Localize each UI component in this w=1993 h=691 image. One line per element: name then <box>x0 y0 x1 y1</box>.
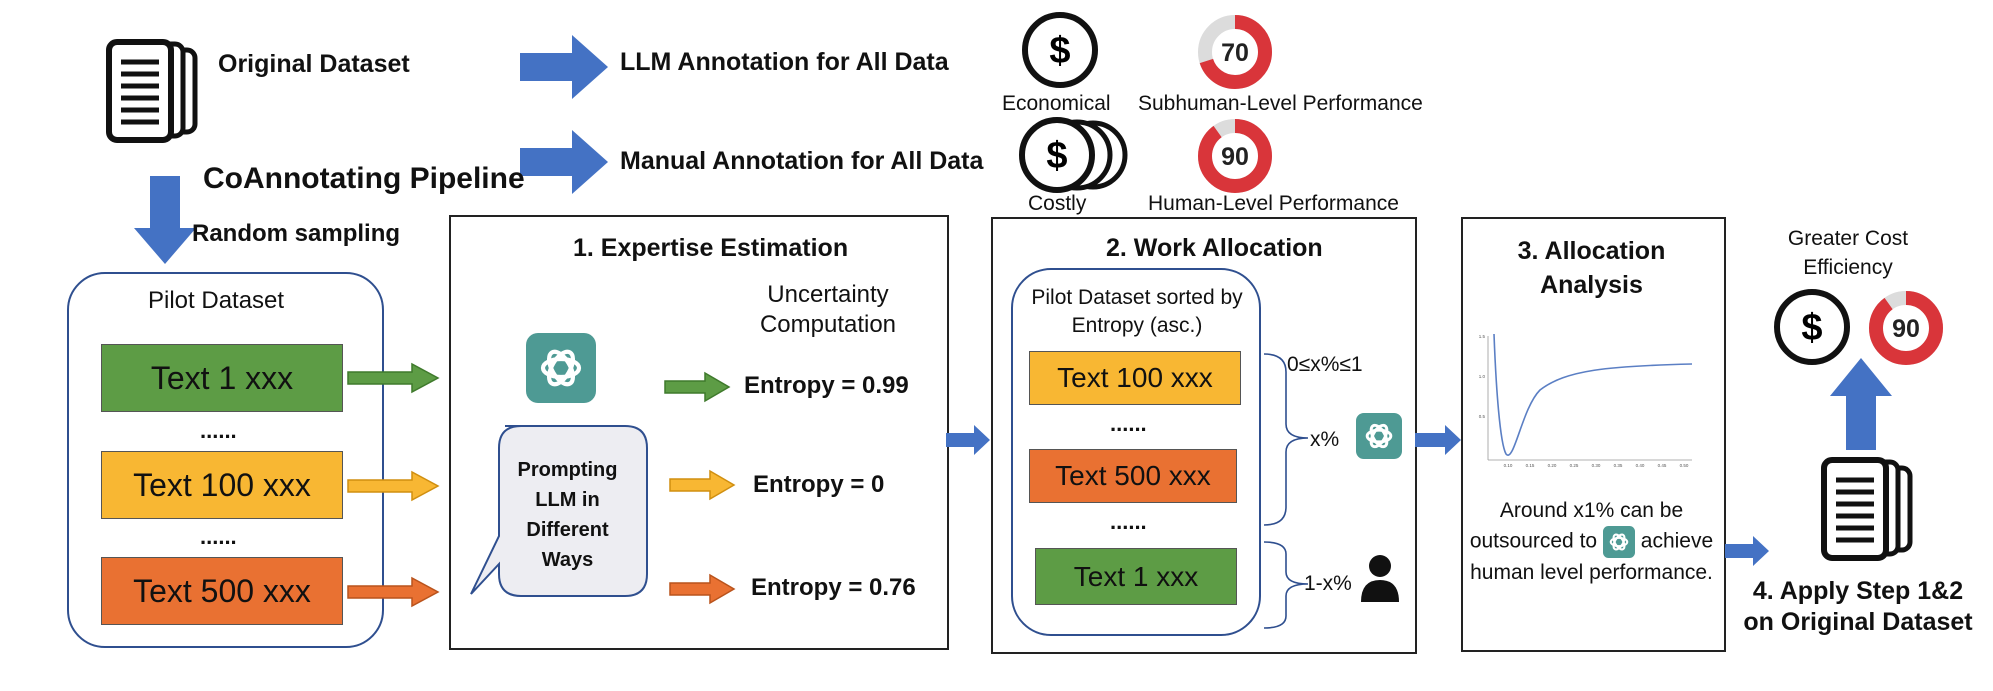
svg-text:$: $ <box>1046 135 1067 177</box>
manual-annotation-label: Manual Annotation for All Data <box>620 147 984 175</box>
person-icon <box>1361 555 1399 602</box>
llm-annotation-label: LLM Annotation for All Data <box>620 48 949 76</box>
final-score-value: 90 <box>1892 315 1920 343</box>
greater-efficiency-label: Greater Cost Efficiency <box>1787 227 1909 279</box>
arrow-right-icon <box>347 362 440 394</box>
x-tick-label: 0.30 <box>1592 463 1601 468</box>
arrow-right-icon <box>669 469 736 501</box>
arrow-right-icon <box>664 371 731 403</box>
economical-label: Economical <box>1002 92 1111 115</box>
arrow-right-icon <box>520 35 608 99</box>
subhuman-score-gauge: 70 <box>1198 15 1272 89</box>
dollar-coin-icon: $ <box>1774 289 1850 365</box>
x-tick-label: 0.10 <box>1504 463 1513 468</box>
svg-text:$: $ <box>1801 307 1822 349</box>
arrow-down-icon <box>134 176 196 264</box>
sorted-dataset-title: Pilot Dataset sorted by Entropy (asc.) <box>1031 286 1243 337</box>
arrow-right-icon <box>946 425 990 455</box>
x-tick-label: 0.40 <box>1636 463 1645 468</box>
ellipsis: ...... <box>1110 509 1147 534</box>
x-tick-label: 0.20 <box>1548 463 1557 468</box>
step3-text-before: Around x1% can be outsourced to <box>1469 499 1684 553</box>
arrow-right-icon <box>520 130 608 194</box>
openai-logo-icon <box>526 333 596 403</box>
x-tick-label: 0.50 <box>1680 463 1689 468</box>
dollar-coin-icon: $ <box>1022 12 1098 88</box>
entropy-value-1: Entropy = 0.99 <box>744 372 909 399</box>
openai-logo-icon <box>1356 413 1402 459</box>
x-tick-label: 0.15 <box>1526 463 1535 468</box>
x-tick-labels: 0.10 0.15 0.20 0.25 0.30 0.35 0.40 0.45 … <box>1504 463 1689 468</box>
pilot-item-text-1: Text 1 xxx <box>101 344 343 412</box>
ellipsis: ...... <box>200 524 237 549</box>
final-score-gauge: 90 <box>1869 291 1943 365</box>
entropy-value-2: Entropy = 0 <box>753 471 885 498</box>
step3-text: Around x1% can be outsourced to achieve … <box>1466 496 1717 588</box>
pilot-item-text-500: Text 500 xxx <box>101 557 343 625</box>
x-tick-label: 0.25 <box>1570 463 1579 468</box>
pilot-dataset-title: Pilot Dataset <box>148 287 285 314</box>
pilot-item-text-100: Text 100 xxx <box>101 451 343 519</box>
step2-title: 2. Work Allocation <box>1106 234 1323 262</box>
step3-analysis-panel <box>1461 217 1726 652</box>
ellipsis: ...... <box>1110 411 1147 436</box>
x-tick-label: 0.35 <box>1614 463 1623 468</box>
range-label: 0≤x%≤1 <box>1287 353 1363 376</box>
sorted-item-text-100: Text 100 xxx <box>1029 351 1241 405</box>
arrow-right-icon <box>1415 425 1461 455</box>
step3-title: 3. Allocation Analysis <box>1517 237 1666 299</box>
svg-text:$: $ <box>1049 30 1070 72</box>
step3-text-after: achieve human level performance. <box>1470 529 1714 584</box>
prompting-text: Prompting LLM in Different Ways <box>517 459 618 571</box>
original-dataset-label: Original Dataset <box>218 50 410 78</box>
sorted-item-text-500: Text 500 xxx <box>1029 449 1237 503</box>
allocation-curve <box>1493 333 1693 456</box>
arrow-right-icon <box>669 573 736 605</box>
random-sampling-label: Random sampling <box>192 220 401 247</box>
arrow-right-icon <box>347 470 440 502</box>
document-icon <box>1821 457 1913 561</box>
y-tick-label: 1.5 <box>1479 334 1486 339</box>
arrow-right-icon <box>347 576 440 608</box>
step1-title: 1. Expertise Estimation <box>573 234 849 262</box>
subhuman-label: Subhuman-Level Performance <box>1138 92 1423 115</box>
human-score-gauge: 90 <box>1198 119 1272 193</box>
step4-title: 4. Apply Step 1&2 on Original Dataset <box>1743 577 1973 636</box>
openai-logo-icon <box>1602 526 1635 558</box>
dollar-coins-stack-icon: $ <box>1019 117 1128 193</box>
uncertainty-label: Uncertainty Computation <box>759 281 897 338</box>
brace-icon <box>1263 541 1309 629</box>
sorted-item-text-1: Text 1 xxx <box>1035 548 1237 605</box>
human-score-value: 90 <box>1221 143 1249 171</box>
document-icon <box>106 39 198 143</box>
human-label: Human-Level Performance <box>1148 192 1399 215</box>
x-percent-label: x% <box>1310 428 1340 451</box>
y-tick-label: 0.5 <box>1479 414 1486 419</box>
entropy-value-3: Entropy = 0.76 <box>751 574 916 601</box>
x-tick-label: 0.45 <box>1658 463 1667 468</box>
brace-icon <box>1263 353 1309 526</box>
pipeline-title: CoAnnotating Pipeline <box>203 162 525 195</box>
ellipsis: ...... <box>200 418 237 443</box>
subhuman-score-value: 70 <box>1221 39 1249 67</box>
costly-label: Costly <box>1028 192 1087 215</box>
arrow-right-icon <box>1725 536 1769 566</box>
y-tick-label: 1.0 <box>1479 374 1486 379</box>
speech-bubble-icon <box>470 425 648 597</box>
allocation-curve-chart: 1.5 1.0 0.5 0.10 0.15 0.20 0.25 0.30 0.3… <box>1479 333 1693 468</box>
one-minus-x-label: 1-x% <box>1304 572 1352 595</box>
arrow-up-icon <box>1830 358 1892 450</box>
